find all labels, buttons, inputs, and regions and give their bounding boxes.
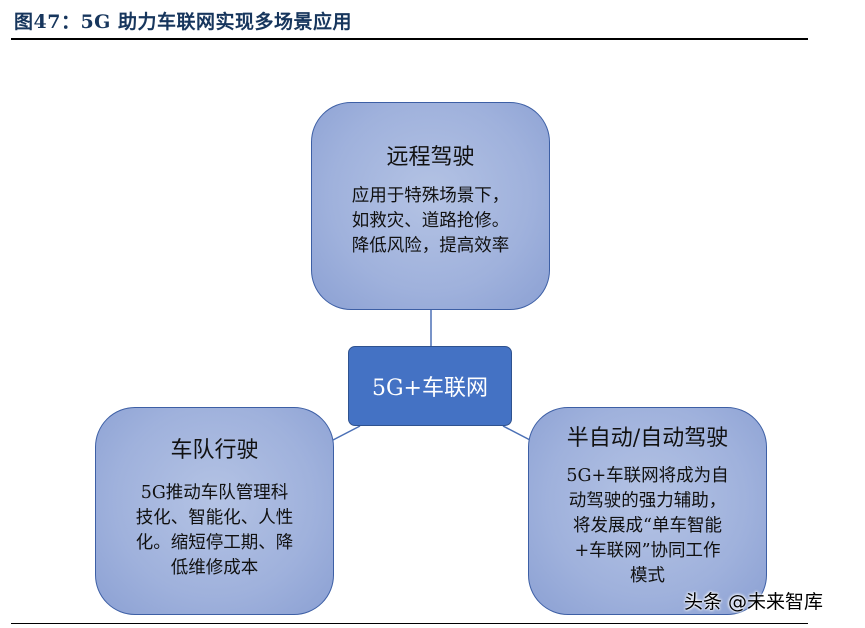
node-platooning-title: 车队行驶 bbox=[170, 438, 259, 463]
text-line: 应用于特殊场景下， bbox=[351, 186, 510, 207]
center-node: 5G+车联网 bbox=[348, 346, 512, 426]
figure-title: 图47：5G 助力车联网实现多场景应用 bbox=[14, 11, 353, 33]
node-semi-autonomous-title: 半自动/自动驾驶 bbox=[566, 426, 729, 451]
node-semi-autonomous: 半自动/自动驾驶 5G+车联网将成为自 动驾驶的强力辅助， 将发展成“单车智能 … bbox=[528, 407, 767, 615]
text-line: 5G+车联网将成为自 bbox=[566, 466, 729, 487]
text-line: 如救灾、道路抢修。 bbox=[351, 211, 510, 232]
connector-platoon bbox=[332, 425, 361, 441]
watermark: 头条 @未来智库 bbox=[684, 591, 824, 613]
node-platooning: 车队行驶 5G推动车队管理科 技化、智能化、人性 化。缩短停工期、降 低维修成本 bbox=[95, 407, 334, 615]
text-line: 化。缩短停工期、降 bbox=[135, 533, 294, 554]
text-line: 降低风险，提高效率 bbox=[351, 236, 510, 257]
node-remote-driving: 远程驾驶 应用于特殊场景下， 如救灾、道路抢修。 降低风险，提高效率 bbox=[311, 102, 550, 310]
text-line: 低维修成本 bbox=[170, 558, 259, 579]
bottom-divider bbox=[11, 623, 808, 624]
text-line: 将发展成“单车智能 bbox=[573, 516, 722, 537]
text-line: 技化、智能化、人性 bbox=[135, 508, 294, 529]
node-semi-autonomous-text: 5G+车联网将成为自 动驾驶的强力辅助， 将发展成“单车智能 +车联网”协同工作… bbox=[529, 464, 766, 589]
text-line: +车联网”协同工作 bbox=[574, 541, 721, 562]
node-remote-driving-title: 远程驾驶 bbox=[386, 145, 475, 170]
text-line: 模式 bbox=[630, 566, 665, 587]
text-line: 5G推动车队管理科 bbox=[140, 483, 289, 504]
text-line: 动驾驶的强力辅助， bbox=[568, 491, 727, 512]
top-divider bbox=[11, 38, 808, 40]
node-platooning-text: 5G推动车队管理科 技化、智能化、人性 化。缩短停工期、降 低维修成本 bbox=[96, 481, 333, 581]
node-remote-driving-text: 应用于特殊场景下， 如救灾、道路抢修。 降低风险，提高效率 bbox=[312, 184, 549, 259]
connector-semi bbox=[502, 425, 531, 441]
